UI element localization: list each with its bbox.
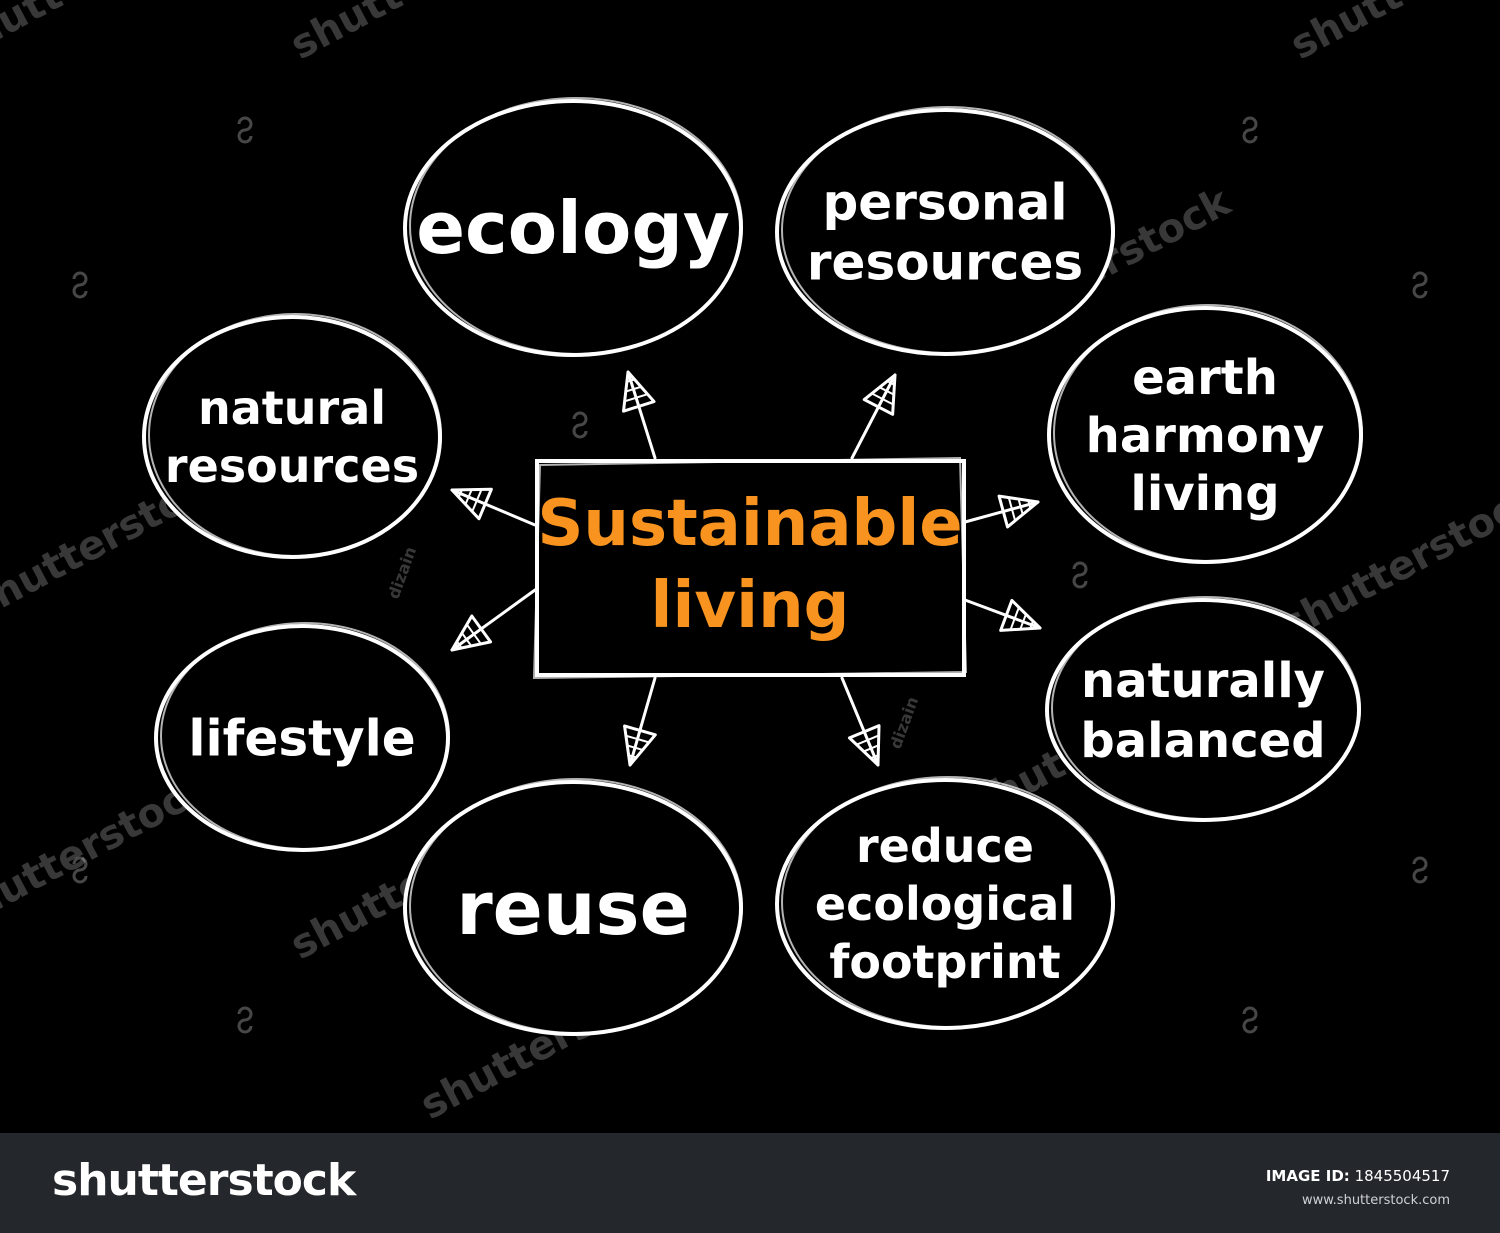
node-label: harmony bbox=[1086, 408, 1325, 464]
central-topic: Sustainable living bbox=[532, 456, 968, 680]
node-label: ecological bbox=[815, 877, 1075, 931]
arrow-hatch bbox=[625, 734, 650, 744]
connector-line bbox=[626, 370, 657, 460]
node-ellipse-sketch bbox=[781, 776, 1115, 1028]
shutterstock-logo[interactable]: shutterstock bbox=[52, 1155, 356, 1206]
image-id-value: 1845504517 bbox=[1354, 1167, 1450, 1185]
node-label: living bbox=[1130, 466, 1279, 522]
arrow-hatch bbox=[624, 393, 648, 403]
central-topic-label: living bbox=[651, 569, 850, 643]
arrow-hatch bbox=[1009, 606, 1020, 631]
arrow-hatch bbox=[466, 623, 482, 645]
node-ecology: ecology bbox=[403, 97, 743, 357]
node-ellipse-sketch bbox=[409, 97, 743, 355]
watermark-author: dizain bbox=[886, 694, 922, 751]
connector-line bbox=[628, 676, 657, 767]
footer-bar: shutterstock IMAGE ID: 1845504517 www.sh… bbox=[0, 1133, 1500, 1233]
arrow-hatch bbox=[856, 734, 880, 746]
arrow-hatch bbox=[626, 378, 635, 383]
connector-line bbox=[450, 588, 537, 652]
arrow-hatch bbox=[627, 744, 643, 751]
node-label: reuse bbox=[456, 866, 690, 952]
arrow-hatch bbox=[1029, 620, 1034, 629]
watermark-icon bbox=[1412, 271, 1428, 299]
watermark-icon bbox=[237, 1006, 253, 1034]
node-label: footprint bbox=[829, 935, 1060, 989]
site-url[interactable]: www.shutterstock.com bbox=[1301, 1193, 1450, 1208]
watermark-icon bbox=[1242, 1006, 1258, 1034]
arrow-hatch bbox=[870, 754, 879, 760]
arrow-hatch bbox=[879, 386, 895, 396]
central-topic-label: Sustainable bbox=[537, 487, 962, 561]
connector-line bbox=[840, 676, 880, 767]
arrow-hatch bbox=[886, 380, 895, 386]
arrow-hatch bbox=[628, 754, 637, 759]
node-label: balanced bbox=[1080, 713, 1325, 769]
connector-line bbox=[963, 598, 1042, 630]
watermark-icon bbox=[1072, 561, 1088, 589]
arrow-hatch bbox=[457, 489, 463, 498]
node-ellipse-sketch bbox=[160, 622, 450, 850]
arrow-hatch bbox=[456, 640, 463, 649]
central-box bbox=[535, 459, 966, 677]
arrow-hatch bbox=[1007, 497, 1017, 521]
watermark-icon bbox=[1242, 116, 1258, 144]
node-label: ecology bbox=[416, 186, 730, 270]
node-lifestyle: lifestyle bbox=[154, 622, 450, 852]
node-label: naturally bbox=[1081, 653, 1325, 709]
central-box-sketch bbox=[532, 456, 968, 680]
watermark-icon bbox=[572, 411, 588, 439]
watermark-text: shutterstock bbox=[283, 0, 559, 69]
watermark-author: dizain bbox=[384, 544, 420, 601]
arrow-hatch bbox=[1019, 613, 1027, 630]
connector-line bbox=[450, 488, 537, 527]
node-label: earth bbox=[1132, 350, 1278, 406]
arrow-hatch bbox=[863, 744, 879, 753]
watermark-text: shutterstock bbox=[0, 0, 219, 69]
node-label: personal bbox=[823, 174, 1068, 232]
node-label: lifestyle bbox=[188, 710, 415, 768]
connector-line bbox=[963, 500, 1040, 524]
node-label: reduce bbox=[856, 819, 1034, 873]
arrow-hatch bbox=[1017, 498, 1024, 515]
arrow-hatch bbox=[1027, 500, 1032, 509]
node-ellipse-sketch bbox=[1051, 596, 1361, 820]
watermark-icon bbox=[1412, 856, 1428, 884]
node-ellipse-sketch bbox=[409, 778, 743, 1034]
node-label: natural bbox=[198, 381, 386, 435]
arrow-hatch bbox=[871, 392, 894, 406]
arrow-hatch bbox=[625, 385, 642, 393]
image-id-label: IMAGE ID: bbox=[1265, 1167, 1350, 1185]
node-reuse: reuse bbox=[403, 778, 743, 1036]
node-ellipse-sketch bbox=[148, 313, 442, 557]
node-ellipse-sketch bbox=[1053, 304, 1363, 562]
node-label: resources bbox=[165, 439, 419, 493]
watermark-text: shutterstock bbox=[1283, 0, 1500, 69]
image-id: IMAGE ID: 1845504517 bbox=[1266, 1167, 1450, 1185]
connector-line bbox=[850, 373, 897, 460]
watermark-icon bbox=[237, 116, 253, 144]
watermark-icon bbox=[72, 856, 88, 884]
node-label: resources bbox=[807, 234, 1083, 292]
node-ellipse-sketch bbox=[781, 106, 1115, 354]
arrow-hatch bbox=[464, 489, 473, 505]
arrow-hatch bbox=[471, 489, 483, 512]
arrow-hatch bbox=[461, 632, 473, 647]
watermark-icon bbox=[72, 271, 88, 299]
